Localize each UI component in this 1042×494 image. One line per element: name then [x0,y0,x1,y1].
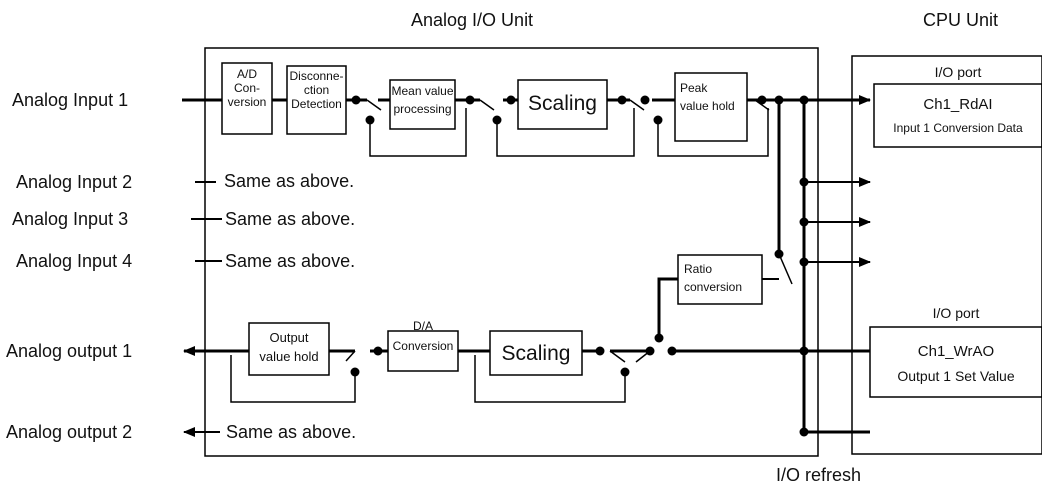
peak-hold-label: Peak value hold [680,81,735,113]
output-hold-label: Output value hold [259,330,319,364]
analog-input-2-label: Analog Input 2 [16,172,133,192]
scaling-box-out [489,330,583,376]
same-as-above-in4: Same as above. [225,251,356,271]
rdai-desc: Input 1 Conversion Data [893,121,1023,135]
analog-input-1-label: Analog Input 1 [12,90,129,110]
wrao-port-box [869,326,1042,398]
disconnection-detection-label: Disconne- ction Detection [289,69,344,111]
analog-input-4-label: Analog Input 4 [16,251,133,271]
analog-input-3-label: Analog Input 3 [12,209,129,229]
ad-conversion-label: A/D Con- version [227,67,267,109]
ratio-conversion-label: Ratio conversion [684,262,743,294]
io-unit-title: Analog I/O Unit [411,10,534,30]
io-refresh-label: I/O refresh [776,465,862,485]
wrao-desc: Output 1 Set Value [897,368,1015,384]
scaling-out-label: Scaling [501,342,571,365]
wrao-name: Ch1_WrAO [917,343,995,360]
rdai-port-box [873,83,1042,148]
same-as-above-out2: Same as above. [226,422,357,442]
junction-dots [350,95,809,437]
analog-io-unit-frame [204,47,819,457]
analog-output-2-label: Analog output 2 [6,422,133,442]
output-hold-box [248,322,330,376]
da-conversion-label: D/A Conversion [392,319,454,353]
io-port-label-bottom: I/O port [932,305,980,321]
analog-output-1-label: Analog output 1 [6,341,133,361]
scaling-in-label: Scaling [528,92,597,115]
cpu-unit-frame [851,55,1042,455]
cpu-unit-title: CPU Unit [923,10,999,30]
mean-value-box [389,79,456,130]
same-as-above-in2: Same as above. [224,171,355,191]
mean-value-label: Mean value processing [391,84,454,116]
peak-hold-box [674,72,748,142]
same-as-above-in3: Same as above. [225,209,356,229]
scaling-box-in [517,79,608,130]
io-port-label-top: I/O port [934,64,982,80]
rdai-name: Ch1_RdAI [923,96,993,113]
